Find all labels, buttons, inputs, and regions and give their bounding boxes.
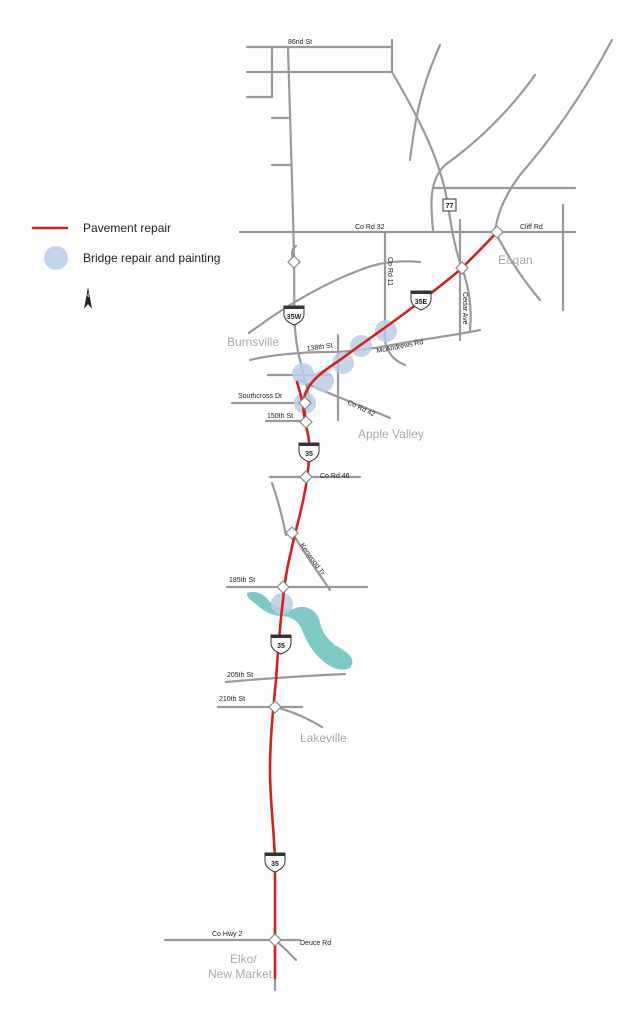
road-205th-st xyxy=(224,672,347,684)
road-diag-2 xyxy=(493,38,614,234)
road-diag-burnsville xyxy=(247,260,422,335)
label-150th-st: 150th St xyxy=(267,413,293,420)
label-cliff-rd: Cliff Rd xyxy=(520,224,543,231)
route-i35e xyxy=(302,230,499,450)
state-route-shield-icon xyxy=(442,198,457,212)
interchange-35w-cord32 xyxy=(287,255,301,269)
city-apple-valley: Apple Valley xyxy=(358,427,424,441)
label-co-rd-11: Co Rd 11 xyxy=(386,257,393,286)
shield-label: 77 xyxy=(446,203,454,210)
interstate-shield-icon xyxy=(270,634,292,655)
road-labels: 86nd St Co Rd 32 Cliff Rd Co Rd 11 Cedar… xyxy=(212,39,543,947)
shield-label: 35 xyxy=(271,861,279,868)
north-arrow-label: N xyxy=(86,293,90,299)
road-i35e-north xyxy=(390,70,464,270)
road-i35w xyxy=(286,45,312,402)
label-210th-st: 210th St xyxy=(219,696,245,703)
orchard-lake xyxy=(246,592,353,670)
label-southcross-dr: Southcross Dr xyxy=(238,393,283,400)
road-kenwood-tr xyxy=(290,530,332,592)
shield-35e: 35E xyxy=(410,290,432,311)
label-kenwood-tr: Kenwood Tr xyxy=(298,542,326,577)
shield-label: 35E xyxy=(415,299,428,306)
road-diag-1 xyxy=(430,73,537,232)
city-elko-line2: New Market xyxy=(208,967,273,981)
legend-pavement-label: Pavement repair xyxy=(83,221,171,235)
road-138th-st xyxy=(248,350,332,362)
shield-35-b: 35 xyxy=(270,634,292,655)
interchange-cord46 xyxy=(299,470,313,484)
shield-band xyxy=(284,306,304,309)
bridge-marker xyxy=(332,352,354,374)
shield-35-a: 35 xyxy=(298,442,320,463)
shield-77: 77 xyxy=(442,198,457,212)
shield-label: 35W xyxy=(287,314,302,321)
legend-bridge-label: Bridge repair and painting xyxy=(83,251,220,265)
legend-bridge-swatch xyxy=(44,246,68,270)
shield-band xyxy=(299,443,319,446)
shield-label: 35 xyxy=(277,643,285,650)
interchange-southcross xyxy=(298,396,312,410)
label-138th-st: 138th St xyxy=(306,342,333,353)
shield-band xyxy=(411,291,431,294)
interstate-shield-icon xyxy=(410,290,432,311)
route-i35-south xyxy=(268,446,311,980)
interchange-cedar xyxy=(455,261,469,275)
road-cedar-south xyxy=(460,266,472,332)
city-labels: Burnsville Eagan Apple Valley Lakeville … xyxy=(208,253,533,981)
label-co-rd-46: Co Rd 46 xyxy=(320,473,350,480)
interstate-shield-icon xyxy=(298,442,320,463)
shield-band xyxy=(265,853,285,856)
shield-35w: 35W xyxy=(283,305,305,326)
label-co-hwy-2: Co Hwy 2 xyxy=(212,931,242,938)
city-burnsville: Burnsville xyxy=(227,335,279,349)
road-network xyxy=(163,38,614,992)
bridge-marker xyxy=(292,363,314,385)
shield-label: 35 xyxy=(305,451,313,458)
label-86nd-st: 86nd St xyxy=(288,39,312,46)
label-deuce-rd: Deuce Rd xyxy=(300,940,331,947)
shield-35-c: 35 xyxy=(264,852,286,873)
bridge-marker xyxy=(375,320,397,342)
interchange-150th xyxy=(299,415,313,429)
lake-label: Orchard Lake xyxy=(334,642,359,647)
road-diag-3 xyxy=(408,43,442,162)
road-210th-east xyxy=(273,705,324,729)
legend: Pavement repair Bridge repair and painti… xyxy=(31,221,220,270)
city-eagan: Eagan xyxy=(498,253,533,267)
interchanges xyxy=(268,225,504,947)
city-lakeville: Lakeville xyxy=(300,731,347,745)
interstate-shield-icon xyxy=(283,305,305,326)
shield-band xyxy=(271,635,291,638)
north-arrow-icon: N xyxy=(84,287,92,309)
label-185th-st: 185th St xyxy=(229,577,255,584)
interchange-cliff xyxy=(490,225,504,239)
interstate-shield-icon xyxy=(264,852,286,873)
interchange-210th xyxy=(268,700,282,714)
label-205th-st: 205th St xyxy=(227,672,253,679)
road-local-west xyxy=(270,481,288,537)
interchange-cohwy2 xyxy=(268,933,282,947)
pavement-repair-route xyxy=(268,230,499,980)
city-elko-line1: Elko/ xyxy=(230,952,257,966)
north-arrow-shape xyxy=(84,287,92,309)
interchange-185th xyxy=(276,580,290,594)
label-cedar-ave: Cedar Ave xyxy=(461,292,468,325)
label-co-rd-42: Co Rd 42 xyxy=(346,399,376,418)
label-co-rd-32: Co Rd 32 xyxy=(355,224,385,231)
interchange-kenwood xyxy=(285,526,299,540)
